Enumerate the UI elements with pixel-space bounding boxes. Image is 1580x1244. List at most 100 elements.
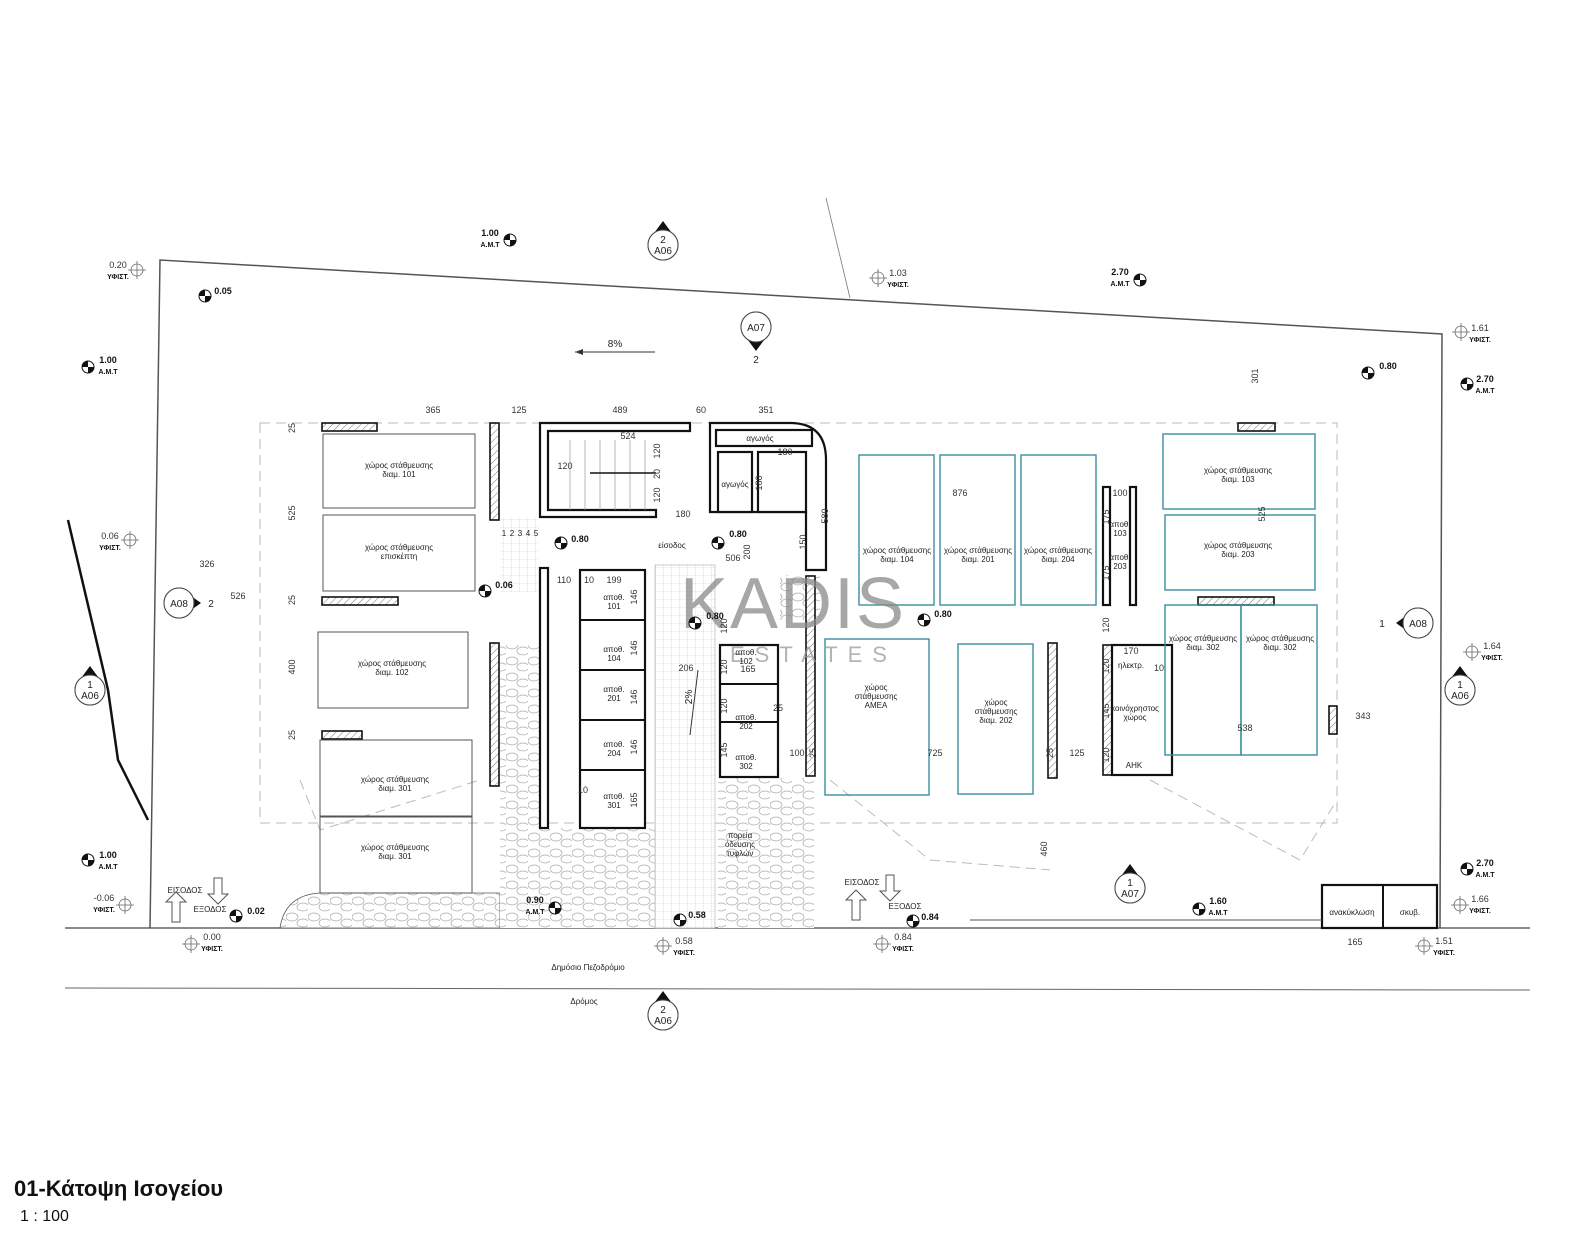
dimension-label: 25 [808, 748, 818, 758]
level-reference: Α.Μ.Τ [1475, 872, 1495, 879]
dimension-label: 343 [1355, 711, 1370, 721]
level-marker: 1.00Α.Μ.Τ [81, 355, 118, 376]
arrow-head-icon [575, 349, 583, 355]
dimension-label: 506 [725, 553, 740, 563]
annotation-label: 8% [608, 339, 623, 350]
dimension-label: 146 [629, 589, 639, 604]
level-reference: ΥΦΙΣΤ. [107, 274, 129, 281]
level-reference: ΥΦΙΣΤ. [1469, 908, 1491, 915]
section-number: 1 [1379, 619, 1385, 630]
level-marker: 0.80 [688, 611, 724, 630]
dimension-label: 206 [678, 663, 693, 673]
parking-space-label: χώρος στάθμευσης [358, 659, 426, 668]
storage-room-number: 103 [1113, 529, 1127, 538]
storage-room-label: αποθ. [603, 593, 624, 602]
dimension-label: 525 [287, 505, 297, 520]
dimension-label: 489 [612, 405, 627, 415]
section-sheet: A06 [81, 691, 99, 702]
level-value: 2.70 [1111, 267, 1129, 277]
room-label: σκυβ. [1400, 908, 1420, 917]
dimension-label: 120 [652, 487, 662, 502]
level-value: 1.00 [99, 850, 117, 860]
dimension-label: 120 [652, 443, 662, 458]
storage-room-number: 104 [607, 654, 621, 663]
parking-space-number: διαμ. 204 [1041, 555, 1075, 564]
level-value: -0.06 [94, 893, 115, 903]
parking-space-label: χώρος στάθμευσης [1204, 541, 1272, 550]
stair-step-number: 5 [534, 529, 539, 538]
dimension-label: 10 [1154, 663, 1164, 673]
section-sheet: A06 [1451, 691, 1469, 702]
level-reference: Α.Μ.Τ [98, 369, 118, 376]
storage-room-number: 301 [607, 801, 621, 810]
parking-space-number: ΑΜΕΑ [865, 701, 888, 710]
level-value: 0.80 [729, 529, 747, 539]
parking-space-number: διαμ. 302 [1186, 643, 1220, 652]
room-label: αγωγός [746, 434, 773, 443]
storage-room-label: αποθ. [603, 792, 624, 801]
level-value: 1.00 [99, 355, 117, 365]
level-reference: Α.Μ.Τ [1110, 281, 1130, 288]
level-value: 2.70 [1476, 374, 1494, 384]
dimension-label: 146 [629, 739, 639, 754]
storage-room-number: 201 [607, 694, 621, 703]
dimension-label: 20 [652, 469, 662, 479]
parking-space-number: επισκέπτη [381, 552, 418, 561]
parking-space-label: χώρος στάθμευσης [1204, 466, 1272, 475]
stair-step-number: 2 [510, 529, 515, 538]
dimension-label: 120 [557, 461, 572, 471]
level-marker: 1.00Α.Μ.Τ [81, 850, 118, 871]
level-marker: 2.70Α.Μ.Τ [1460, 858, 1495, 879]
walls [321, 421, 1439, 930]
dimension-label: 100 [1112, 488, 1127, 498]
dimension-label: 180 [777, 447, 792, 457]
dimension-label: 145 [1101, 703, 1111, 718]
parking-space-number: διαμ. 203 [1221, 550, 1255, 559]
room-label: ανακύκλωση [1329, 908, 1374, 917]
level-value: 0.80 [934, 609, 952, 619]
dimension-label: 25 [773, 703, 783, 713]
level-reference: ΥΦΙΣΤ. [887, 282, 909, 289]
annotation-label: ΕΞΟΔΟΣ [889, 902, 922, 911]
dimension-label: 146 [629, 689, 639, 704]
level-value: 0.05 [214, 286, 232, 296]
parking-space-number: διαμ. 101 [382, 470, 416, 479]
slope-arrow [689, 669, 699, 736]
level-value: 1.60 [1209, 896, 1227, 906]
level-value: 0.84 [894, 932, 912, 942]
level-reference: ΥΦΙΣΤ. [201, 946, 223, 953]
dimension-label: 146 [629, 640, 639, 655]
annotation-label: Δρόμος [570, 997, 597, 1006]
level-marker: 0.80 [711, 529, 747, 550]
level-marker: 2.70Α.Μ.Τ [1110, 267, 1147, 288]
dimension-label: 301 [1250, 368, 1260, 383]
stair-step-number: 3 [518, 529, 523, 538]
level-value: 0.84 [921, 912, 939, 922]
drawing-title: 01-Κάτοψη Ισογείου [14, 1176, 224, 1201]
dimension-label: 400 [287, 659, 297, 674]
dimension-label: 580 [820, 508, 830, 523]
dimension-label: 199 [606, 575, 621, 585]
level-marker: 0.02 [229, 906, 265, 923]
dimension-label: 180 [754, 475, 764, 490]
dimension-label: 110 [557, 575, 571, 585]
room-label: ηλεκτρ. [1118, 661, 1144, 670]
room-label: κοινόχρηστος [1111, 704, 1159, 713]
storage-room-label: αποθ. [1109, 553, 1130, 562]
dimension-label: 351 [758, 405, 773, 415]
annotation-label: όδευσης [725, 840, 755, 849]
dimension-label: 525 [1257, 506, 1267, 521]
level-reference: Α.Μ.Τ [480, 242, 500, 249]
paved-areas [279, 518, 820, 929]
section-sheet: A07 [747, 323, 765, 334]
level-marker: 0.90Α.Μ.Τ [525, 895, 562, 916]
level-value: 0.00 [203, 932, 221, 942]
